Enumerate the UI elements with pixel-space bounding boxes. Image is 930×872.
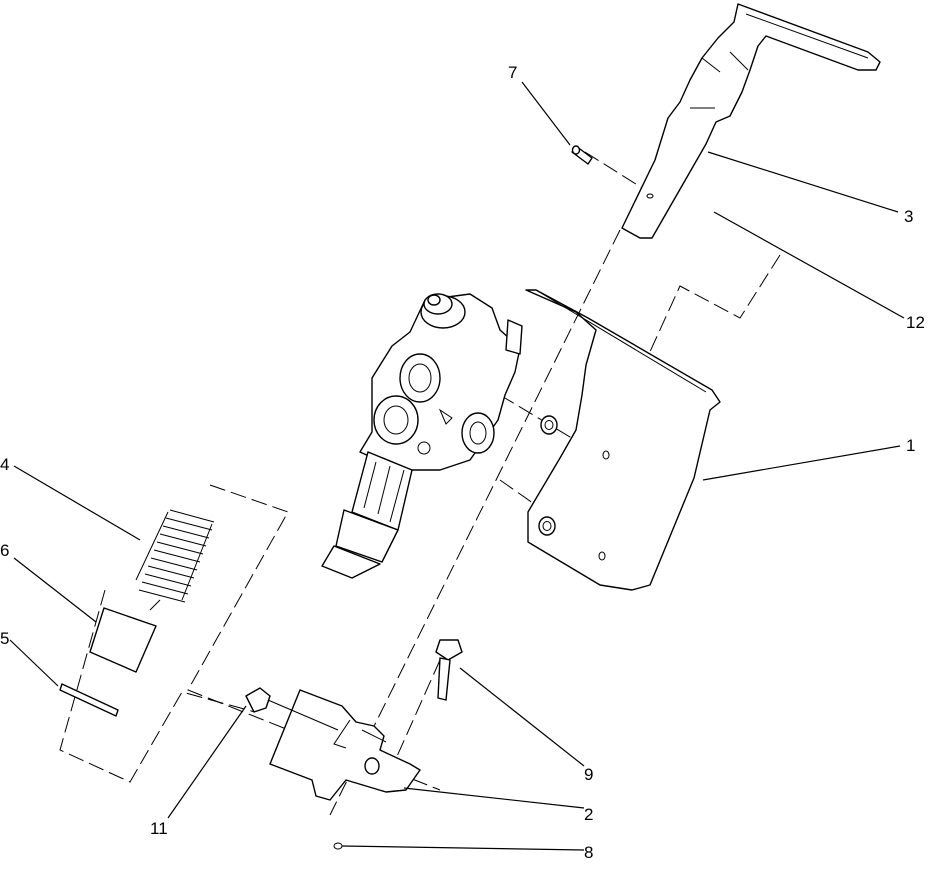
bolt-part-9 [435,639,463,701]
leader-lines [9,81,905,851]
callout-8: 7 [508,63,517,82]
callout-3: 3 [904,207,913,226]
callouts: 7 3 12 1 4 6 5 11 9 2 8 [0,63,925,862]
washer-part-5 [59,683,119,717]
callout-9: 9 [584,765,593,784]
control-valve [321,293,523,579]
spring-part-4 [135,509,215,611]
clip-part-7 [333,842,343,850]
callout-5: 5 [0,629,9,648]
callout-11: 11 [150,819,168,838]
callout-4: 4 [0,455,9,474]
callout-2: 2 [584,805,593,824]
spacer-part-6 [89,607,157,673]
pin-part-8 [571,145,593,165]
bolt-part-11 [245,687,339,731]
callout-7: 8 [584,843,593,862]
callout-12: 12 [906,313,925,332]
pedal-lever-part-3 [621,3,881,239]
bracket-part-1 [525,289,721,591]
callout-1: 1 [906,436,915,455]
callout-6: 6 [0,541,9,560]
lower-bracket-part-2 [269,689,421,801]
